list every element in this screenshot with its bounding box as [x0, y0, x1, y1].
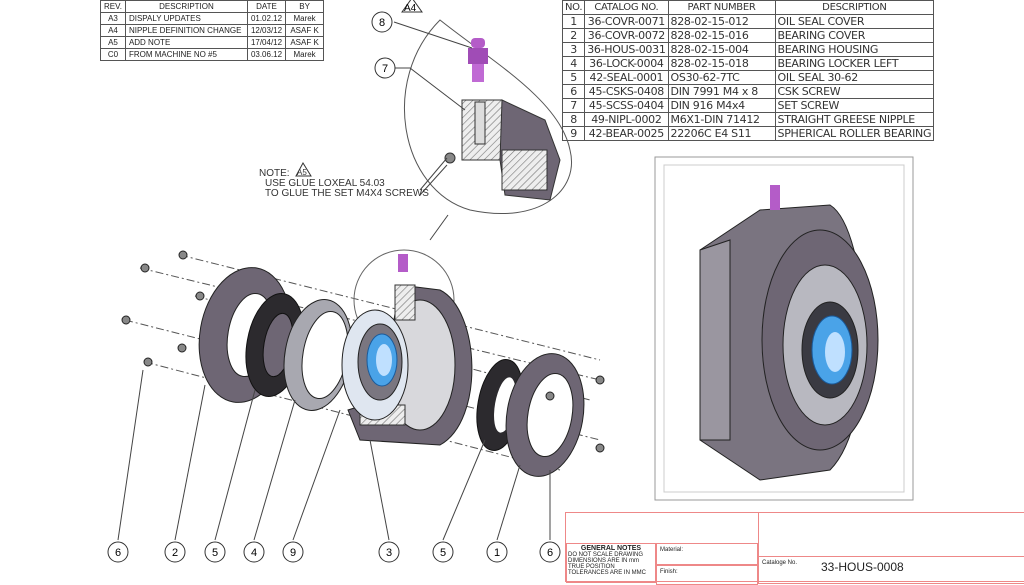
balloon-6: 6	[539, 541, 561, 563]
title-block: GENERAL NOTES DO NOT SCALE DRAWING DIMEN…	[565, 512, 1024, 585]
balloon-1: 1	[486, 541, 508, 563]
grease-nipple-icon	[770, 185, 780, 210]
balloon-7: 7	[374, 57, 396, 79]
svg-text:1: 1	[494, 547, 500, 559]
part-number-cell: DIN 916 M4x4	[667, 98, 776, 113]
glue-note: NOTE: A5 USE GLUE LOXEAL 54.03 TO GLUE T…	[259, 161, 429, 199]
no-header: NO.	[561, 0, 586, 15]
balloon-8: 8	[371, 11, 393, 33]
svg-text:3: 3	[386, 547, 392, 559]
svg-text:9: 9	[290, 547, 296, 559]
svg-text:A5: A5	[297, 168, 307, 177]
svg-text:6: 6	[115, 547, 121, 559]
date-cell: 12/03/12	[246, 24, 287, 37]
exploded-view	[121, 249, 605, 477]
catalog-no-cell: 42-BEAR-0025	[584, 126, 669, 141]
item-no-cell: 6	[561, 84, 586, 99]
part-number-cell: 22206C E4 S11	[667, 126, 776, 141]
svg-text:8: 8	[379, 17, 385, 29]
catalog-no-cell: 45-SCSS-0404	[584, 98, 669, 113]
description-cell: BEARING LOCKER LEFT	[774, 56, 935, 71]
description-cell: OIL SEAL 30-62	[774, 70, 935, 85]
divider	[759, 556, 1024, 557]
svg-text:5: 5	[440, 547, 446, 559]
detail-view-section	[403, 19, 572, 215]
catalog-label: Cataloge No.	[762, 560, 798, 566]
balloon-6: 6	[107, 541, 129, 563]
description-cell: SPHERICAL ROLLER BEARING	[774, 126, 935, 141]
screws	[121, 250, 605, 453]
balloon-9: 9	[282, 541, 304, 563]
balloon-leaders	[117, 369, 551, 541]
material-label: Material:	[656, 543, 758, 565]
balloon-5: 5	[432, 541, 454, 563]
general-notes-title: GENERAL NOTES	[580, 545, 642, 552]
grease-nipple-icon	[468, 38, 488, 82]
date-cell: 03.06.12	[246, 48, 287, 61]
svg-text:USE GLUE LOXEAL 54.03: USE GLUE LOXEAL 54.03	[265, 178, 385, 189]
catalog-no-cell: 36-LOCK-0004	[584, 56, 669, 71]
general-notes-text: DO NOT SCALE DRAWING DIMENSIONS ARE IN m…	[568, 552, 646, 576]
item-no-cell: 3	[561, 42, 586, 57]
by-cell: Marek	[285, 48, 325, 61]
bottom-balloons: 6 2 5 4 9 3 5 1 6	[107, 541, 561, 563]
leader-lines	[393, 21, 473, 241]
part-number-cell: M6X1-DIN 71412	[667, 112, 776, 127]
item-no-cell: 9	[561, 126, 586, 141]
catalog-number: 33-HOUS-0008	[821, 560, 904, 574]
svg-text:7: 7	[382, 63, 388, 75]
balloon-4: 4	[243, 541, 265, 563]
svg-text:4: 4	[251, 547, 257, 559]
catalog-area: Cataloge No. 33-HOUS-0008	[758, 512, 1024, 584]
svg-text:A4: A4	[404, 3, 417, 14]
svg-text:2: 2	[172, 547, 178, 559]
nipple-icon	[398, 254, 408, 272]
svg-text:TO GLUE THE SET M4X4 SCREWS: TO GLUE THE SET M4X4 SCREWS	[265, 188, 429, 199]
finish-label: Finish:	[656, 565, 758, 585]
isometric-view	[654, 156, 914, 501]
svg-text:5: 5	[212, 547, 218, 559]
description-cell: BEARING HOUSING	[774, 42, 935, 57]
svg-text:6: 6	[547, 547, 553, 559]
balloon-3: 3	[378, 541, 400, 563]
revision-flag-a4: A4	[401, 0, 423, 14]
general-notes: GENERAL NOTES DO NOT SCALE DRAWING DIMEN…	[566, 543, 656, 583]
balloon-5: 5	[204, 541, 226, 563]
svg-text:NOTE:: NOTE:	[259, 168, 290, 179]
balloon-2: 2	[164, 541, 186, 563]
